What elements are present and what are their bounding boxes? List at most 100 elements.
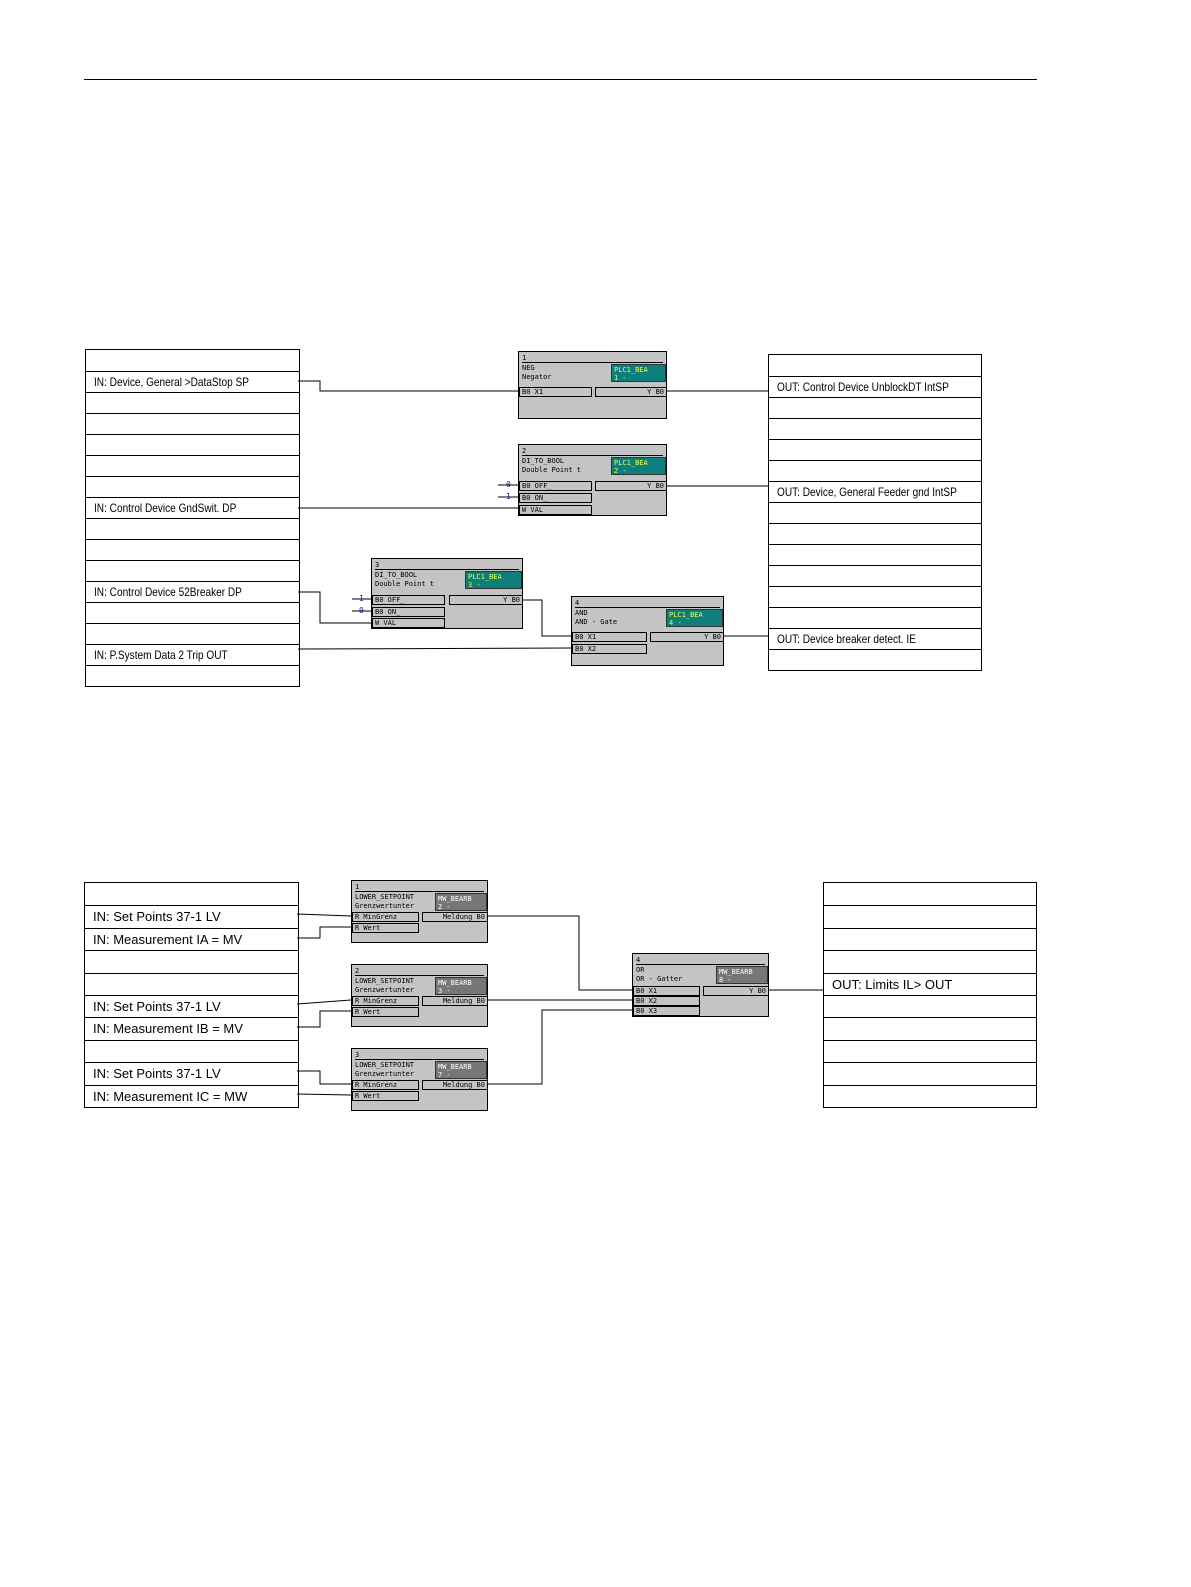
- empty-signal-row[interactable]: [769, 397, 981, 419]
- empty-signal-row[interactable]: [86, 665, 299, 687]
- empty-signal-row[interactable]: [769, 460, 981, 482]
- output-signal-row[interactable]: OUT: Device, General Feeder gnd IntSP: [769, 481, 981, 503]
- input-pin-on[interactable]: B0 ON_: [372, 607, 445, 617]
- input-pin-x3[interactable]: B0 X3: [633, 1006, 700, 1016]
- input-signal-row[interactable]: IN: Control Device GndSwit. DP: [86, 497, 299, 519]
- input-signal-row[interactable]: IN: Set Points 37-1 LV: [85, 995, 298, 1018]
- output-pin-meldung[interactable]: Meldung B0: [422, 912, 488, 922]
- cfc-block-lower-setpoint[interactable]: 2 LOWER_SETPOINT Grenzwertunter MW_BEARB…: [351, 964, 488, 1027]
- input-pin-on[interactable]: B0 ON_: [519, 493, 592, 503]
- empty-signal-row[interactable]: [769, 523, 981, 545]
- block-type: LOWER_SETPOINT: [355, 893, 415, 901]
- input-pin-mingrenz[interactable]: R MinGrenz: [352, 1080, 419, 1090]
- block-tag-index: 3 -: [438, 987, 451, 995]
- cfc-block-neg[interactable]: 1 NEG Negator PLC1_BEA 1 - B0 X1 Y B0: [518, 351, 667, 419]
- empty-signal-row[interactable]: [86, 413, 299, 435]
- cfc-block-and[interactable]: 4 AND AND - Gate PLC1_BEA 4 - B0 X1 B0 X…: [571, 596, 724, 666]
- empty-signal-row[interactable]: [85, 950, 298, 973]
- block-tag: MW_BEARB 3 -: [435, 977, 487, 995]
- empty-signal-row[interactable]: [769, 418, 981, 440]
- empty-signal-row[interactable]: [824, 995, 1036, 1018]
- empty-signal-row[interactable]: [824, 927, 1036, 951]
- input-pin-val[interactable]: W VAL: [372, 618, 445, 628]
- input-signal-row[interactable]: IN: Measurement IB = MV: [85, 1017, 298, 1040]
- block-tag-index: 3 -: [468, 581, 481, 589]
- input-signal-row[interactable]: IN: Measurement IC = MW: [85, 1084, 298, 1108]
- wire: [523, 599, 571, 637]
- empty-signal-row[interactable]: [824, 1084, 1036, 1108]
- empty-signal-row[interactable]: [86, 350, 299, 371]
- output-pin-y[interactable]: Y B0: [650, 632, 724, 642]
- output-pin-y[interactable]: Y B0: [703, 986, 769, 996]
- empty-signal-row[interactable]: [769, 607, 981, 629]
- empty-signal-row[interactable]: [824, 1062, 1036, 1085]
- output-signal-row[interactable]: OUT: Limits IL> OUT: [824, 972, 1036, 996]
- block-type: AND: [575, 609, 588, 617]
- empty-signal-row[interactable]: [769, 355, 981, 376]
- empty-signal-row[interactable]: [769, 586, 981, 608]
- input-pin-wert[interactable]: R Wert: [352, 1091, 419, 1101]
- empty-signal-row[interactable]: [769, 565, 981, 587]
- input-pin-x2[interactable]: B0 X2: [633, 996, 700, 1006]
- cfc-block-lower-setpoint[interactable]: 3 LOWER_SETPOINT Grenzwertunter MW_BEARB…: [351, 1048, 488, 1111]
- empty-signal-row[interactable]: [769, 502, 981, 524]
- wire: [297, 926, 351, 939]
- empty-signal-row[interactable]: [85, 1039, 298, 1063]
- block-tag-name: MW_BEARB: [438, 1063, 472, 1071]
- block-tag-name: MW_BEARB: [438, 979, 472, 987]
- empty-signal-row[interactable]: [86, 434, 299, 456]
- empty-signal-row[interactable]: [86, 560, 299, 582]
- empty-signal-row[interactable]: [85, 972, 298, 996]
- empty-signal-row[interactable]: [86, 602, 299, 624]
- empty-signal-row[interactable]: [824, 905, 1036, 928]
- input-pin-x1[interactable]: B0 X1: [572, 632, 647, 642]
- empty-signal-row[interactable]: [86, 539, 299, 561]
- input-pin-val[interactable]: W VAL: [519, 505, 592, 515]
- block-divider: [575, 607, 720, 608]
- empty-signal-row[interactable]: [769, 649, 981, 671]
- input-signal-row[interactable]: IN: Set Points 37-1 LV: [85, 905, 298, 928]
- empty-signal-row[interactable]: [86, 392, 299, 414]
- cfc-block-lower-setpoint[interactable]: 1 LOWER_SETPOINT Grenzwertunter MW_BEARB…: [351, 880, 488, 943]
- empty-signal-row[interactable]: [85, 883, 298, 905]
- output-signal-row[interactable]: OUT: Control Device UnblockDT IntSP: [769, 376, 981, 398]
- empty-signal-row[interactable]: [86, 455, 299, 477]
- input-signal-row[interactable]: IN: Device, General >DataStop SP: [86, 371, 299, 393]
- empty-signal-row[interactable]: [86, 476, 299, 498]
- empty-signal-row[interactable]: [769, 439, 981, 461]
- block-number: 1: [355, 883, 360, 891]
- input-pin-wert[interactable]: R Wert: [352, 923, 419, 933]
- input-pin-off[interactable]: B0 OFF_: [519, 481, 592, 491]
- input-pin-x2[interactable]: B0 X2: [572, 644, 647, 654]
- output-signal-table: OUT: Control Device UnblockDT IntSP OUT: …: [768, 354, 982, 671]
- block-number: 3: [355, 1051, 360, 1059]
- block-description: Double Point t: [522, 466, 582, 474]
- empty-signal-row[interactable]: [86, 623, 299, 645]
- input-pin-mingrenz[interactable]: R MinGrenz: [352, 996, 419, 1006]
- empty-signal-row[interactable]: [824, 883, 1036, 905]
- input-pin-off[interactable]: B0 OFF_: [372, 595, 445, 605]
- empty-signal-row[interactable]: [86, 518, 299, 540]
- input-pin-wert[interactable]: R Wert: [352, 1007, 419, 1017]
- input-signal-row[interactable]: IN: P.System Data 2 Trip OUT: [86, 644, 299, 666]
- empty-signal-row[interactable]: [824, 1039, 1036, 1063]
- input-pin-x1[interactable]: B0 X1: [633, 986, 700, 996]
- output-pin-meldung[interactable]: Meldung B0: [422, 996, 488, 1006]
- output-pin-meldung[interactable]: Meldung B0: [422, 1080, 488, 1090]
- cfc-block-di-to-bool[interactable]: 3 DI_TO_BOOL Double Point t PLC1_BEA 3 -…: [371, 558, 523, 629]
- output-pin-y[interactable]: Y B0: [595, 387, 667, 397]
- input-signal-row[interactable]: IN: Set Points 37-1 LV: [85, 1062, 298, 1085]
- input-signal-row[interactable]: IN: Control Device 52Breaker DP: [86, 581, 299, 603]
- cfc-block-di-to-bool[interactable]: 2 DI_TO_BOOL Double Point t PLC1_BEA 2 -…: [518, 444, 667, 516]
- wire: [298, 380, 518, 392]
- empty-signal-row[interactable]: [824, 950, 1036, 973]
- input-pin-mingrenz[interactable]: R MinGrenz: [352, 912, 419, 922]
- output-signal-row[interactable]: OUT: Device breaker detect. IE: [769, 628, 981, 650]
- output-pin-y[interactable]: Y B0: [449, 595, 523, 605]
- input-signal-row[interactable]: IN: Measurement IA = MV: [85, 927, 298, 951]
- empty-signal-row[interactable]: [824, 1017, 1036, 1040]
- output-pin-y[interactable]: Y B0: [595, 481, 667, 491]
- empty-signal-row[interactable]: [769, 544, 981, 566]
- input-pin-x1[interactable]: B0 X1: [519, 387, 592, 397]
- cfc-block-or[interactable]: 4 OR OR - Gatter MW_BEARB 8 - B0 X1 B0 X…: [632, 953, 769, 1017]
